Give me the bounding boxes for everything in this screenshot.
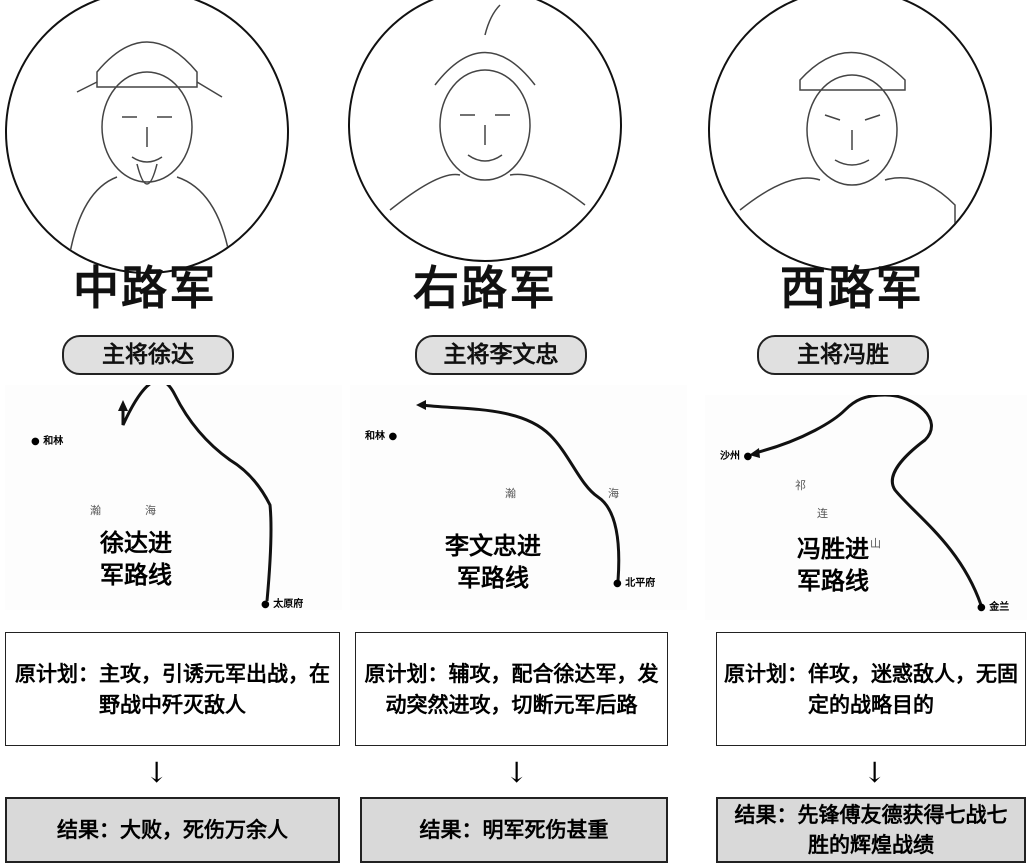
arrow-down-icon: ↓ (145, 756, 169, 789)
column-title: 中路军 (73, 261, 217, 315)
route-line (749, 395, 983, 606)
place-label: 沙州 ● (720, 451, 753, 462)
plan-box: 原计划：佯攻，迷惑敌人，无固定的战略目的 (716, 632, 1026, 746)
route-label-line: 李文忠进 (445, 531, 541, 560)
geo-label: 海 (608, 487, 619, 500)
route-map-right: 和林 ● ● 北平府 瀚 海 李文忠进军路线 (350, 385, 687, 610)
geo-label: 海 (145, 504, 156, 517)
route-label-line: 冯胜进 (797, 534, 869, 563)
geo-label: 瀚 (90, 504, 101, 517)
place-label: ● 和林 (31, 436, 64, 447)
route-label-line: 军路线 (457, 563, 529, 592)
column-title: 西路军 (780, 261, 924, 315)
general-portrait-icon (66, 41, 233, 272)
geo-label: 山 (870, 537, 881, 550)
arrow-down-icon: ↓ (505, 756, 529, 789)
general-portrait-icon (739, 51, 956, 250)
route-label-line: 军路线 (100, 560, 172, 589)
result-box: 结果：明军死伤甚重 (360, 797, 668, 863)
route-label-line: 军路线 (797, 566, 869, 595)
column-title: 右路军 (413, 261, 557, 315)
route-map-center: ● 和林 ● 太原府 瀚 海 徐达进军路线 (5, 385, 342, 610)
result-box: 结果：先锋傅友德获得七战七胜的辉煌战绩 (716, 797, 1026, 863)
general-portrait-icon (389, 4, 586, 211)
route-label: 冯胜进军路线 (797, 533, 869, 597)
route-label: 李文忠进军路线 (445, 530, 541, 594)
route-label: 徐达进军路线 (100, 527, 172, 591)
commander-badge: 主将冯胜 (757, 335, 929, 375)
place-label: ● 北平府 (613, 578, 656, 589)
place-label: ● 金兰 (977, 602, 1010, 613)
portrait-li-wenzhong (348, 0, 622, 262)
portrait-feng-sheng (708, 0, 992, 272)
place-label: 和林 ● (365, 431, 398, 442)
result-box: 结果：大败，死伤万余人 (5, 797, 340, 863)
arrow-down-icon: ↓ (863, 756, 887, 789)
route-map-west: 沙州 ● ● 金兰 祁 连 山 冯胜进军路线 (705, 395, 1027, 620)
commander-badge: 主将李文忠 (415, 335, 587, 375)
geo-label: 连 (817, 507, 828, 520)
plan-box: 原计划：主攻，引诱元军出战，在野战中歼灭敌人 (5, 632, 340, 746)
geo-label: 祁 (795, 479, 806, 492)
route-line (416, 400, 621, 582)
place-label: ● 太原府 (261, 599, 304, 610)
plan-box: 原计划：辅攻，配合徐达军，发动突然进攻，切断元军后路 (355, 632, 668, 746)
commander-badge: 主将徐达 (62, 335, 234, 375)
route-label-line: 徐达进 (100, 528, 172, 557)
portrait-xu-da (5, 0, 289, 274)
route-line (118, 385, 273, 602)
geo-label: 瀚 (505, 487, 516, 500)
